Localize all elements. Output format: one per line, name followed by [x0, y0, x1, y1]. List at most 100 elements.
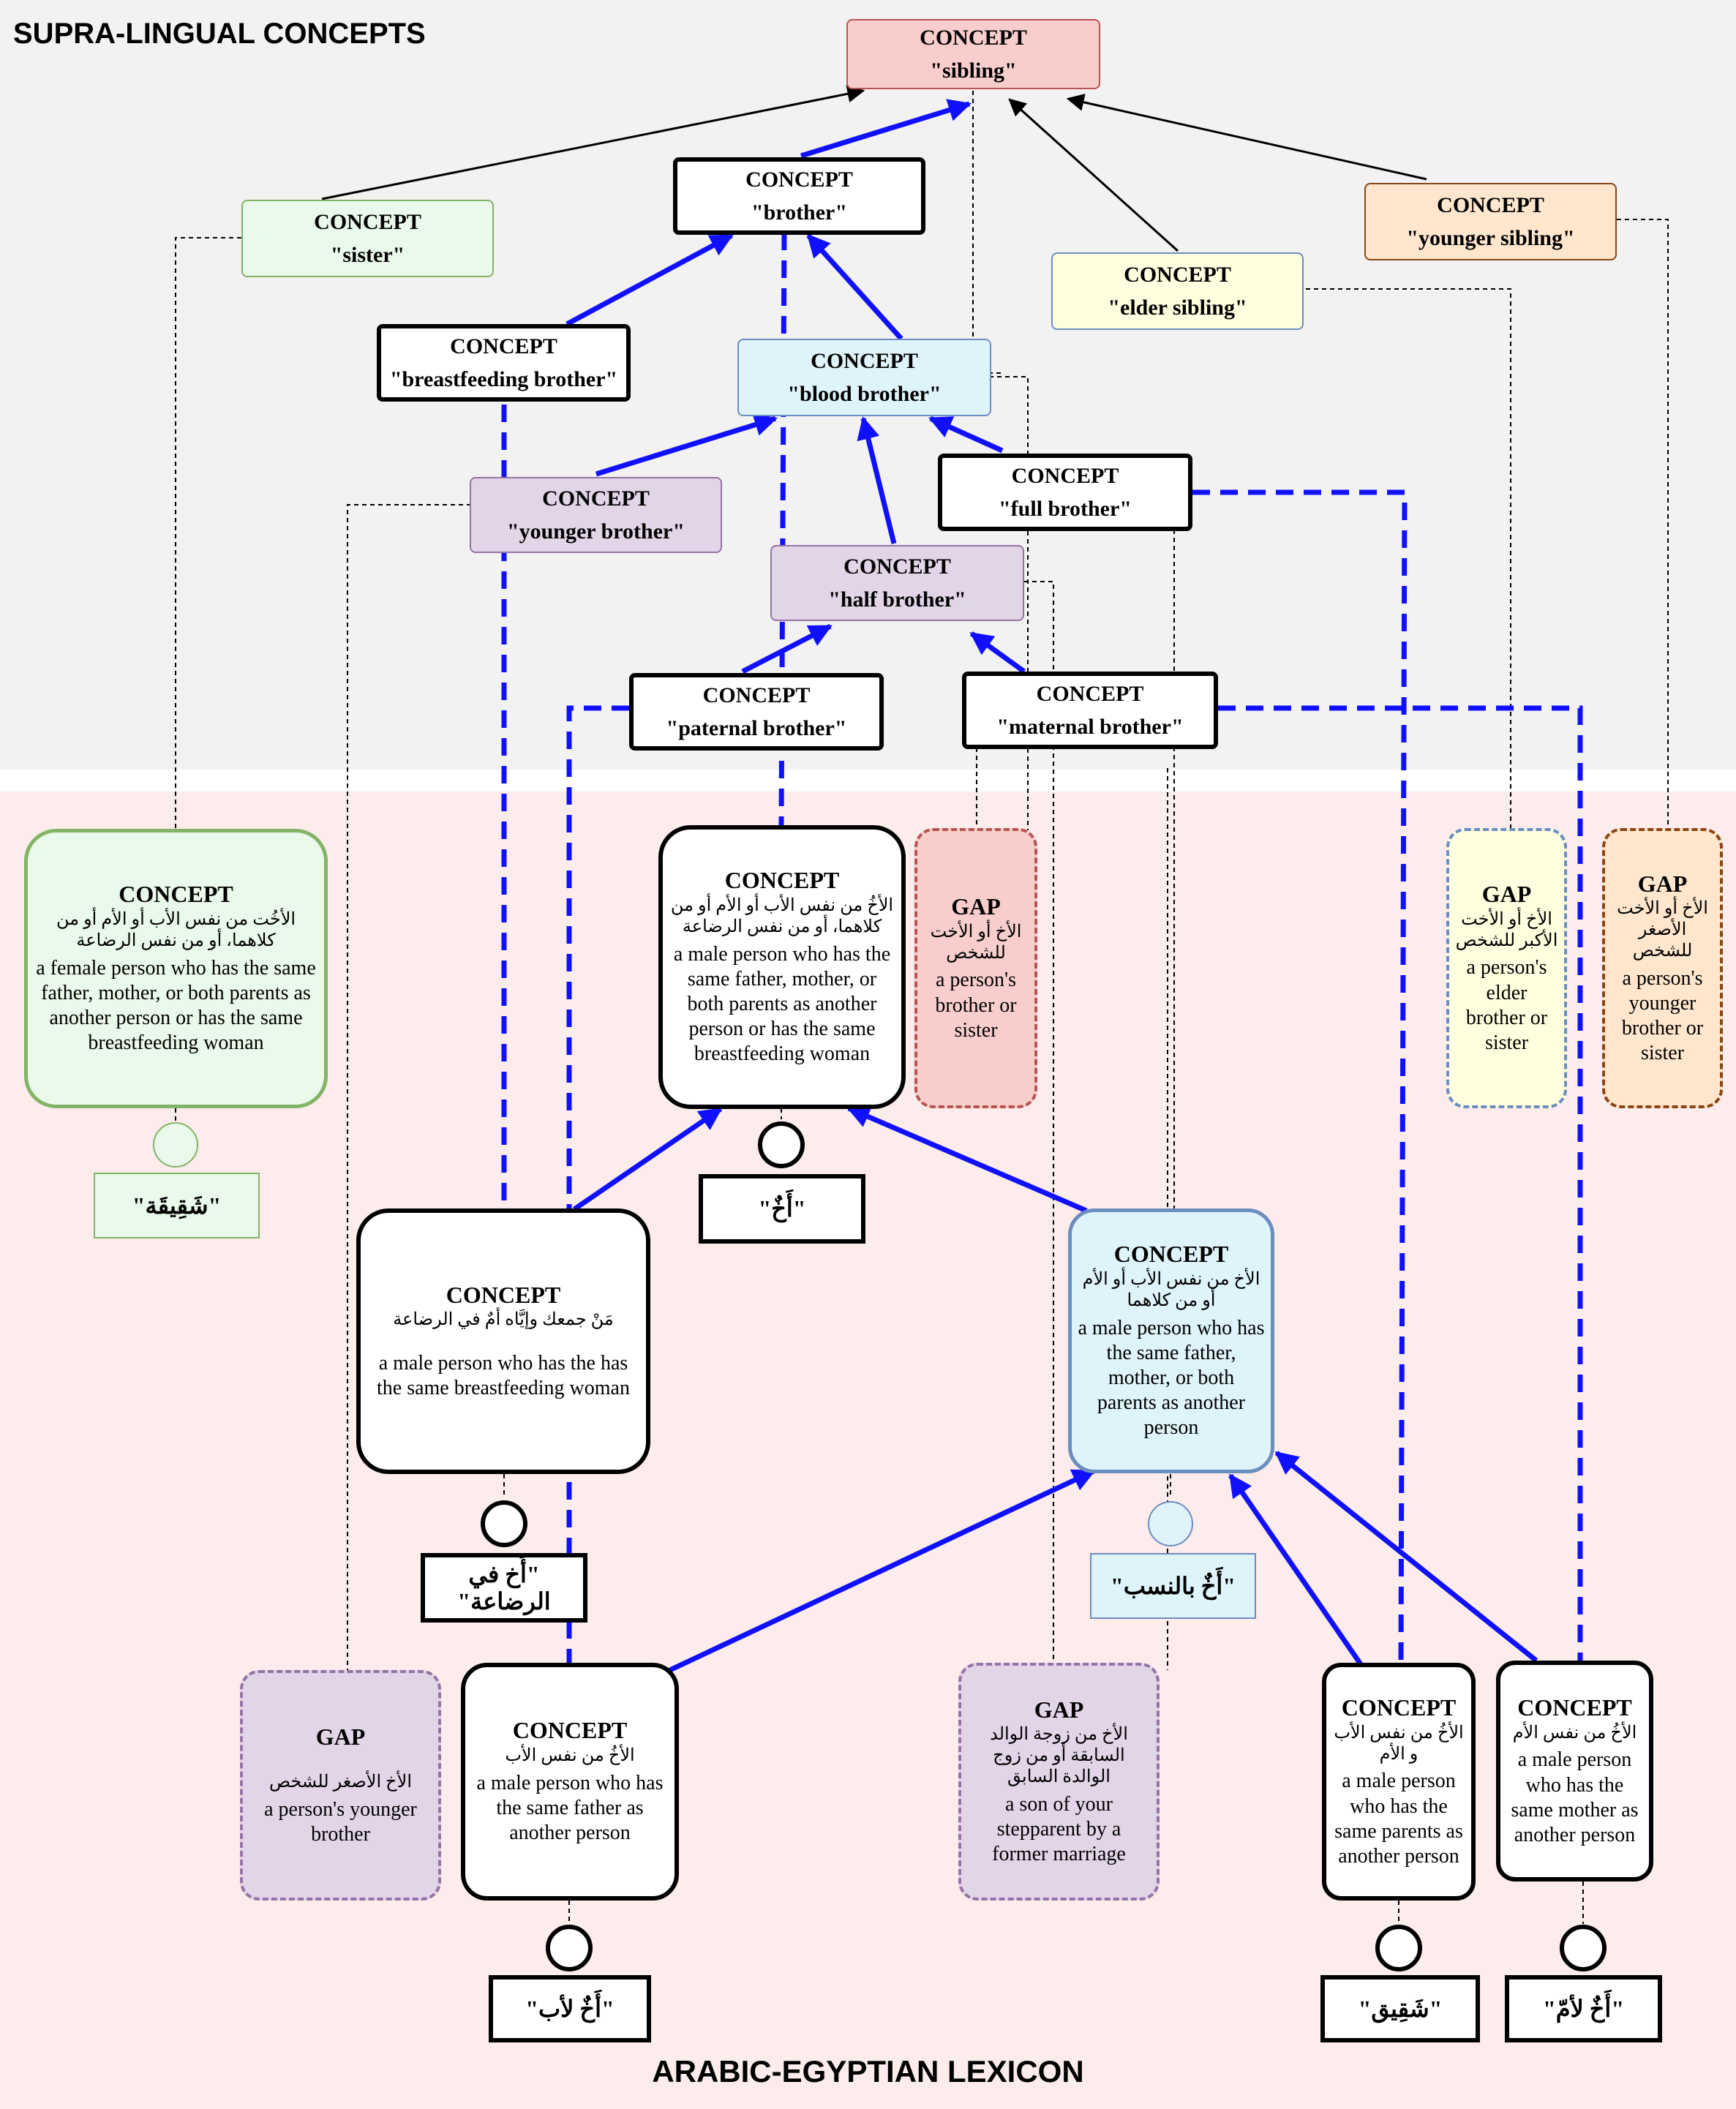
lexicon-arabic-gloss: الأخُت من نفس الأب أو الأم أو من كلاهما،… — [56, 910, 296, 951]
is-a-arrow — [1066, 94, 1427, 181]
lemma-node-circle — [1375, 1925, 1422, 1971]
lemma-akh[interactable]: "أَخٌ" — [699, 1174, 865, 1244]
lemma-akh-om[interactable]: "أَخٌ لأمّ" — [1505, 1975, 1662, 2042]
concept-elder-sibling[interactable]: CONCEPT "elder sibling" — [1051, 252, 1304, 330]
concept-sister[interactable]: CONCEPT "sister" — [241, 200, 494, 277]
is-a-arrow — [1228, 1473, 1363, 1666]
concept-head: CONCEPT — [843, 554, 951, 579]
lemma-shaqiq[interactable]: "شَقِيق" — [1320, 1975, 1480, 2042]
lexicon-head: CONCEPT — [1517, 1693, 1632, 1721]
lexicon-concept-paternal-brother[interactable]: CONCEPT الأخُ من نفس الأب a male person … — [461, 1663, 679, 1901]
is-a-arrow — [741, 623, 833, 674]
concept-name: "half brother" — [828, 587, 966, 612]
lexicon-english-gloss: a male person who has the same father, m… — [673, 942, 891, 1066]
lexicon-concept-breastfeeding-brother[interactable]: CONCEPT مَنْ جمعك وإيَّاه أمٌ في الرضاعة… — [356, 1208, 650, 1474]
concept-head: CONCEPT — [314, 210, 421, 234]
lemma-shaqiqa[interactable]: "شَقِيقَة" — [94, 1173, 260, 1238]
lexicon-gap-sibling[interactable]: GAP الأخ أو الأخت للشخص a person's broth… — [914, 828, 1037, 1108]
concept-full-brother[interactable]: CONCEPT "full brother" — [938, 454, 1192, 531]
lexicon-english-gloss: a person's brother or sister — [935, 969, 1017, 1042]
lemma-akh-nasab[interactable]: "أَخٌ بالنسب" — [1090, 1553, 1256, 1619]
lexicon-concept-blood-brother[interactable]: CONCEPT الأخ من نفس الأب أو الأم أو من ك… — [1068, 1208, 1274, 1473]
lexicon-concept-maternal-brother[interactable]: CONCEPT الأخُ من نفس الأم a male person … — [1496, 1661, 1653, 1881]
dotted-link — [972, 59, 1002, 374]
lexicon-gap-younger-sibling[interactable]: GAP الأخ أو الأخت الأصغر للشخص a person'… — [1602, 828, 1723, 1108]
dotted-link — [1306, 288, 1511, 832]
lemma-akh-ab[interactable]: "أَخٌ لأب" — [489, 1975, 651, 2042]
equivalence-link — [1192, 489, 1408, 1663]
concept-head: CONCEPT — [811, 349, 918, 373]
concept-younger-brother[interactable]: CONCEPT "younger brother" — [470, 477, 722, 553]
lemma-node-circle — [1148, 1501, 1193, 1546]
concept-head: CONCEPT — [450, 334, 557, 358]
concept-name: "brother" — [751, 200, 848, 225]
lexicon-english-gloss: a male person who has the same parents a… — [1334, 1770, 1463, 1868]
lexicon-concept-full-brother[interactable]: CONCEPT الأخُ من نفس الأب و الأم a male … — [1322, 1663, 1476, 1901]
equivalence-link — [778, 232, 787, 826]
lexicon-head: CONCEPT — [1341, 1693, 1457, 1721]
is-a-arrow — [928, 416, 1004, 454]
concept-paternal-brother[interactable]: CONCEPT "paternal brother" — [629, 673, 884, 751]
lexicon-head: GAP — [951, 893, 1001, 920]
lexicon-arabic-gloss: الأخ من نفس الأب أو الأم أو من كلاهما — [1082, 1270, 1260, 1310]
concept-blood-brother[interactable]: CONCEPT "blood brother" — [737, 339, 991, 416]
dotted-link — [1617, 219, 1669, 832]
lexicon-gap-younger-brother[interactable]: GAP الأخ الأصغر للشخص a person's younger… — [240, 1670, 441, 1901]
lexicon-arabic-gloss: الأخُ من نفس الأب و الأم — [1334, 1723, 1464, 1764]
concept-name: "elder sibling" — [1108, 296, 1247, 320]
lexicon-arabic-gloss: الأخُ من نفس الأب أو الأم أو من كلاهما، … — [670, 896, 894, 936]
concept-head: CONCEPT — [1124, 263, 1231, 287]
concept-name: "maternal brother" — [996, 715, 1184, 739]
lexicon-head: GAP — [315, 1723, 366, 1750]
equivalence-link — [566, 705, 629, 1663]
concept-name: "full brother" — [999, 497, 1132, 521]
concept-head: CONCEPT — [920, 26, 1027, 50]
supra-section-title: SUPRA-LINGUAL CONCEPTS — [13, 18, 426, 50]
lexicon-english-gloss: a son of your stepparent by a former mar… — [992, 1792, 1126, 1866]
lexicon-english-gloss: a male person who has the same father as… — [476, 1772, 664, 1845]
lexicon-gap-elder-sibling[interactable]: GAP الأخ أو الأخت الأكبر للشخص a person'… — [1446, 828, 1567, 1108]
lexicon-arabic-gloss: مَنْ جمعك وإيَّاه أمٌ في الرضاعة — [393, 1310, 614, 1330]
lexicon-english-gloss: a male person who has the same mother as… — [1511, 1748, 1639, 1846]
is-a-arrow — [857, 416, 897, 544]
lexicon-arabic-gloss: الأخُ من نفس الأم — [1512, 1723, 1637, 1743]
concept-half-brother[interactable]: CONCEPT "half brother" — [770, 545, 1024, 621]
lexicon-english-gloss: a person's younger brother — [264, 1798, 417, 1846]
lexicon-head: CONCEPT — [1113, 1241, 1229, 1268]
lexicon-head: CONCEPT — [446, 1281, 561, 1308]
concept-head: CONCEPT — [1036, 682, 1144, 706]
lemma-node-circle — [481, 1500, 527, 1547]
lemma-node-circle — [758, 1121, 805, 1168]
concept-sibling[interactable]: CONCEPT "sibling" — [846, 19, 1100, 89]
concept-name: "paternal brother" — [666, 716, 847, 740]
lemma-node-circle — [546, 1925, 593, 1971]
concept-name: "blood brother" — [787, 382, 942, 406]
dotted-link — [175, 237, 241, 832]
lexicon-arabic-gloss: الأخ أو الأخت للشخص — [930, 922, 1022, 963]
lexicon-concept-sister[interactable]: CONCEPT الأخُت من نفس الأب أو الأم أو من… — [24, 829, 328, 1108]
lexicon-head: CONCEPT — [724, 867, 840, 894]
concept-younger-sibling[interactable]: CONCEPT "younger sibling" — [1364, 183, 1617, 260]
lexicon-section-title: ARABIC-EGYPTIAN LEXICON — [652, 2054, 1084, 2089]
lexicon-arabic-gloss: الأخُ من نفس الأب — [505, 1746, 635, 1766]
is-a-arrow — [321, 85, 865, 200]
dotted-link — [1024, 581, 1054, 1670]
is-a-arrow — [1274, 1451, 1538, 1663]
lemma-akh-reda[interactable]: "أَخ في الرضاعة" — [421, 1553, 587, 1623]
lexicon-english-gloss: a male person who has the has the same b… — [377, 1352, 630, 1400]
lexicon-concept-brother[interactable]: CONCEPT الأخُ من نفس الأب أو الأم أو من … — [658, 825, 906, 1109]
concept-head: CONCEPT — [1011, 464, 1119, 488]
is-a-arrow — [573, 1107, 723, 1211]
concept-name: "breastfeeding brother" — [389, 367, 618, 391]
lexicon-arabic-gloss: الأخ أو الأخت الأكبر للشخص — [1455, 909, 1558, 950]
concept-head: CONCEPT — [1437, 193, 1544, 217]
concept-name: "sibling" — [930, 59, 1017, 83]
lexicon-english-gloss: a person's younger brother or sister — [1621, 966, 1704, 1065]
concept-brother[interactable]: CONCEPT "brother" — [673, 157, 925, 235]
is-a-arrow — [846, 1105, 1088, 1214]
concept-maternal-brother[interactable]: CONCEPT "maternal brother" — [962, 672, 1218, 749]
is-a-arrow — [806, 233, 903, 341]
concept-breastfeeding-brother[interactable]: CONCEPT "breastfeeding brother" — [377, 324, 631, 402]
lexicon-gap-stepbrother[interactable]: GAP الأخ من زوجة الوالد السابقة أو من زو… — [958, 1663, 1160, 1901]
is-a-arrow — [969, 631, 1026, 674]
